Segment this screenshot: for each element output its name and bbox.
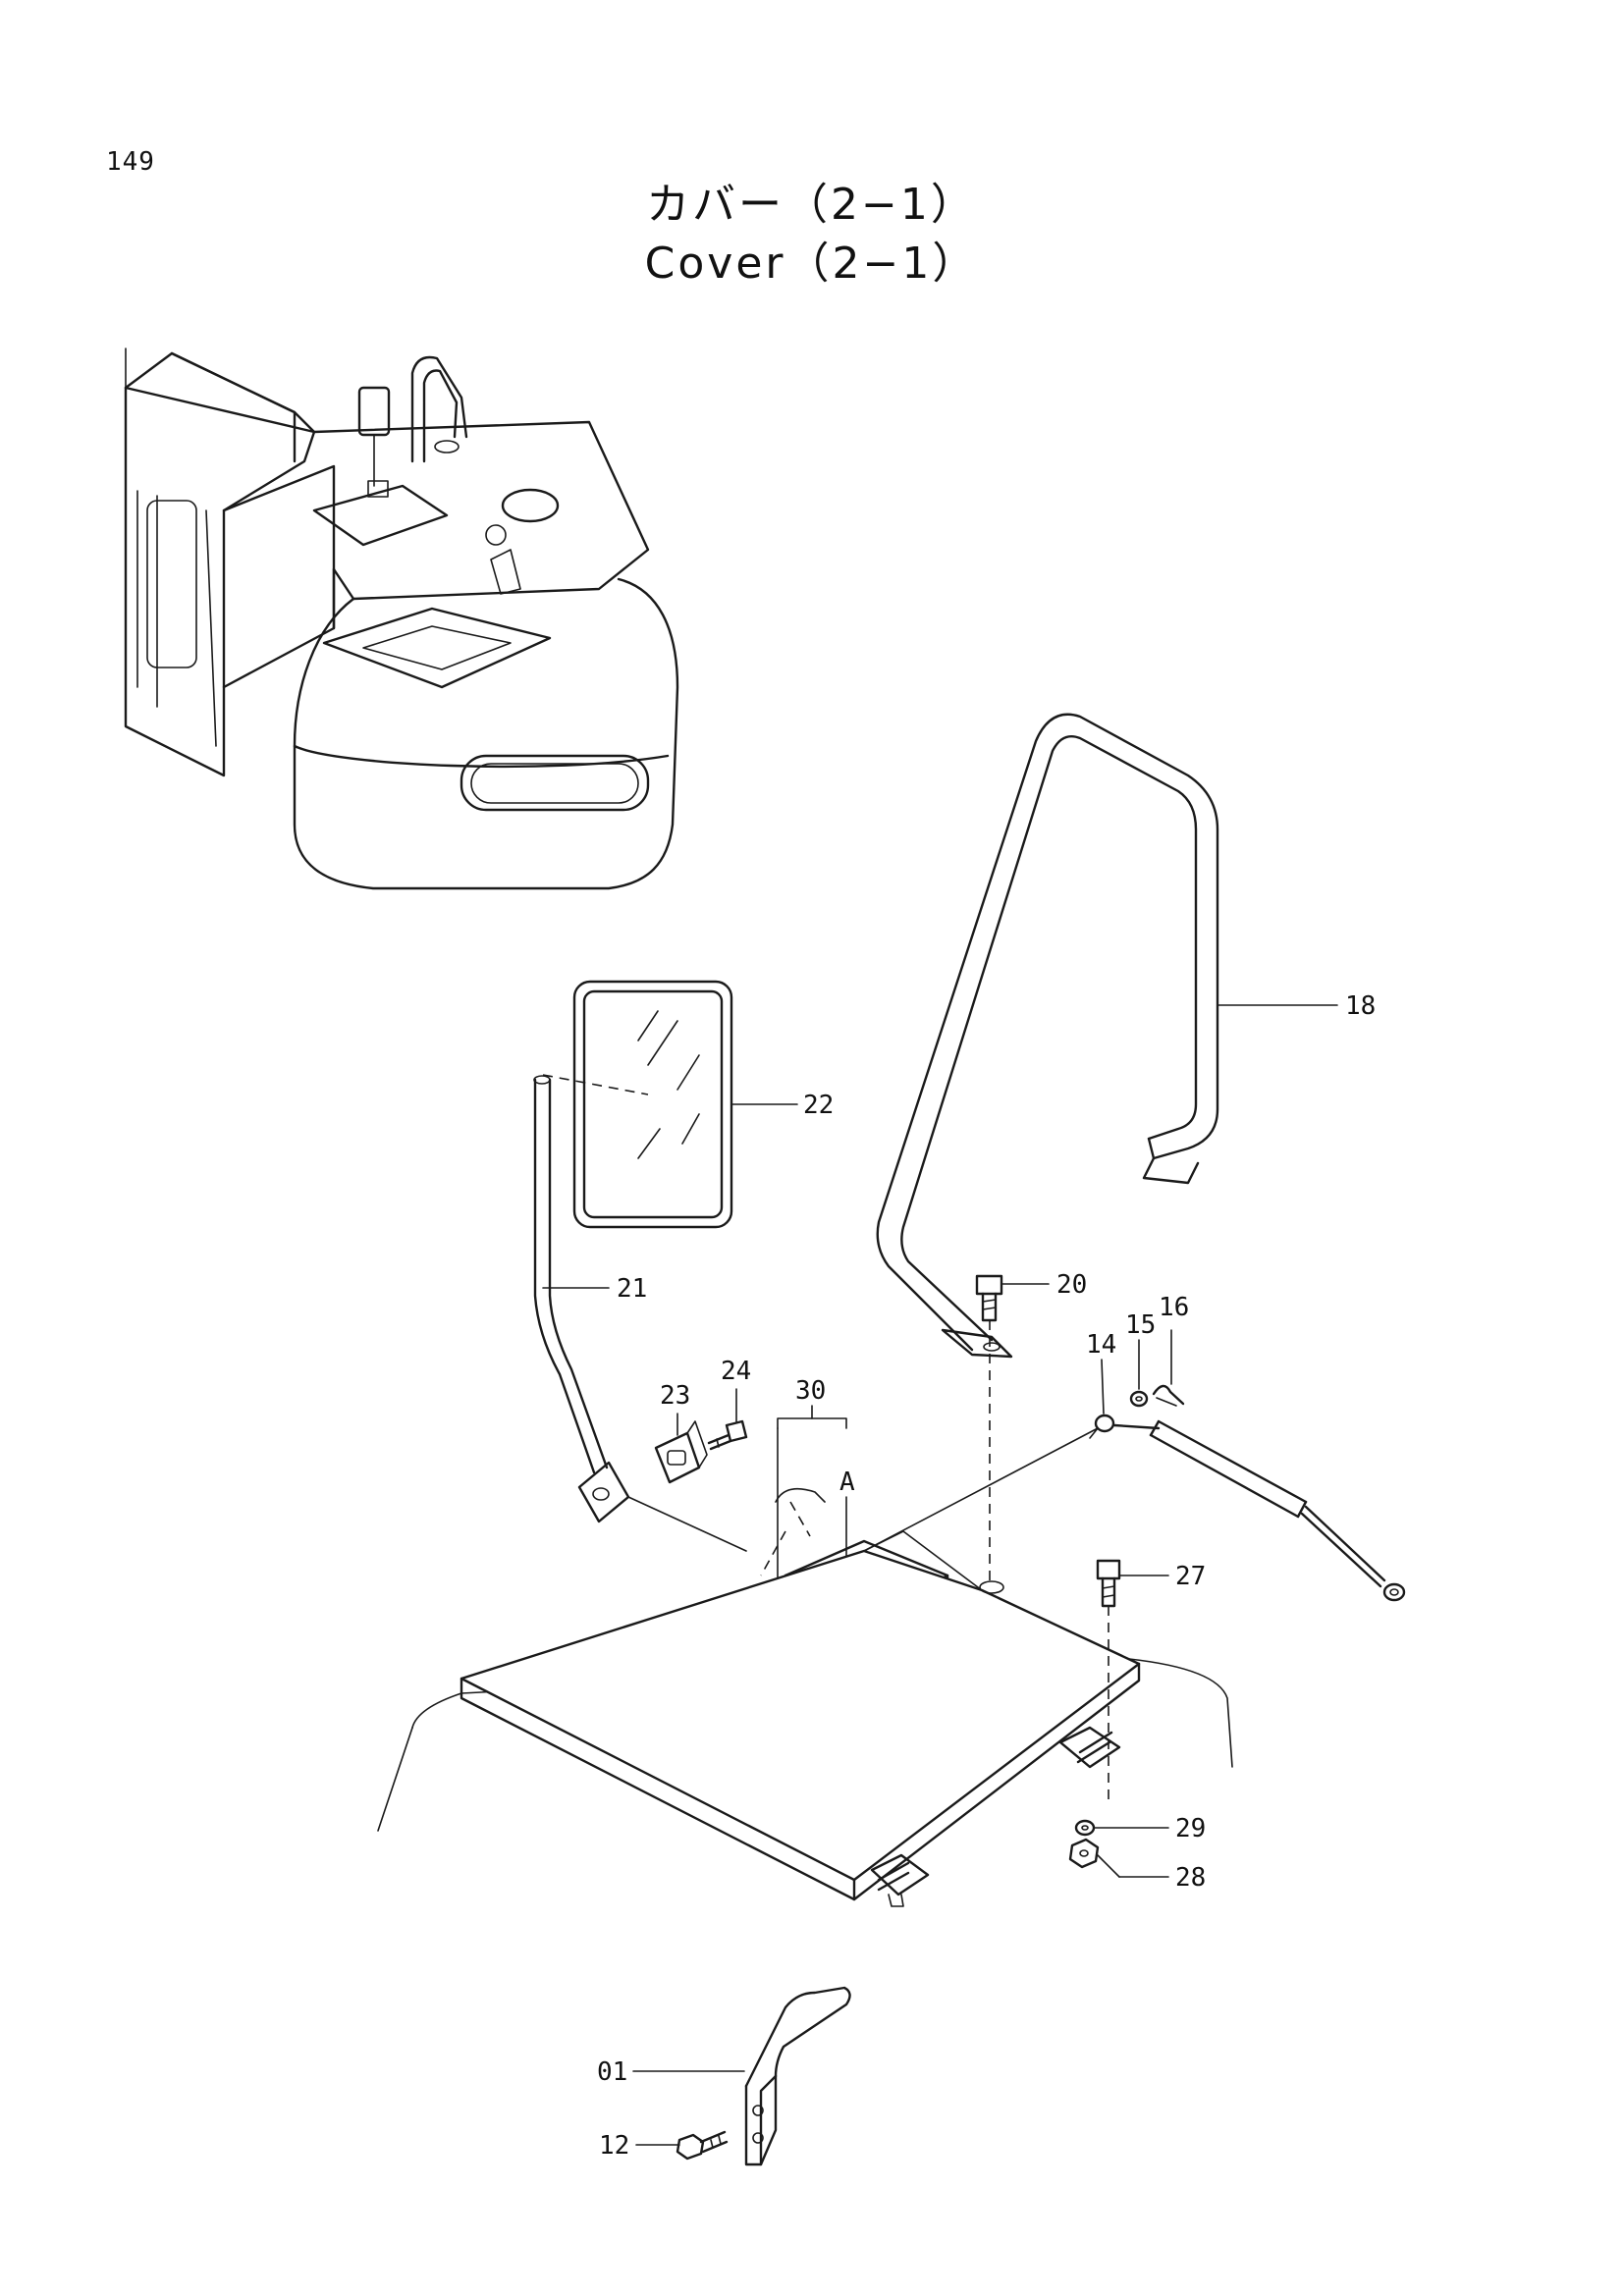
callout-27: 27 — [1175, 1562, 1206, 1591]
part-22-mirror — [542, 980, 733, 1229]
callout-22: 22 — [803, 1091, 834, 1120]
callout-20: 20 — [1056, 1270, 1087, 1300]
machine-overview-illustration — [124, 347, 679, 890]
callout-12: 12 — [599, 2131, 629, 2161]
callout-01: 01 — [597, 2057, 627, 2087]
part-15-washer — [1129, 1390, 1149, 1408]
part-14-gas-spring — [863, 1414, 1406, 1602]
part-28-nut — [1068, 1838, 1100, 1869]
page-title-english: Cover（2−1） — [644, 239, 979, 289]
part-23-bracket — [654, 1420, 708, 1484]
callout-15: 15 — [1125, 1310, 1156, 1340]
page-title-japanese: カバー（2−1） — [646, 180, 977, 230]
callout-29: 29 — [1175, 1814, 1206, 1843]
callout-18: 18 — [1345, 991, 1376, 1021]
callout-14: 14 — [1086, 1330, 1116, 1360]
part-20-bolt — [975, 1274, 1003, 1585]
cover-panel — [377, 1530, 1233, 1907]
part-16-pin — [1152, 1384, 1185, 1407]
callout-28: 28 — [1175, 1863, 1206, 1893]
part-27-bolt — [1096, 1559, 1121, 1806]
part-01-bracket — [744, 1986, 851, 2166]
callout-30: 30 — [795, 1376, 826, 1406]
leader-lines — [542, 1004, 1338, 2146]
callout-24: 24 — [721, 1357, 751, 1386]
part-29-washer — [1074, 1819, 1096, 1837]
callout-21: 21 — [617, 1274, 647, 1304]
callout-detail-a: A — [839, 1468, 855, 1497]
part-24-bolt — [707, 1419, 748, 1451]
page-number: 149 — [106, 147, 155, 177]
part-21-mirror-stay — [533, 1075, 747, 1552]
callout-23: 23 — [660, 1381, 690, 1411]
part-18-handrail — [876, 713, 1219, 1359]
callout-labels: 18 22 21 20 23 24 30 A 14 15 16 27 29 28… — [597, 991, 1376, 2161]
part-12-bolt — [676, 2130, 729, 2161]
callout-16: 16 — [1159, 1293, 1189, 1322]
